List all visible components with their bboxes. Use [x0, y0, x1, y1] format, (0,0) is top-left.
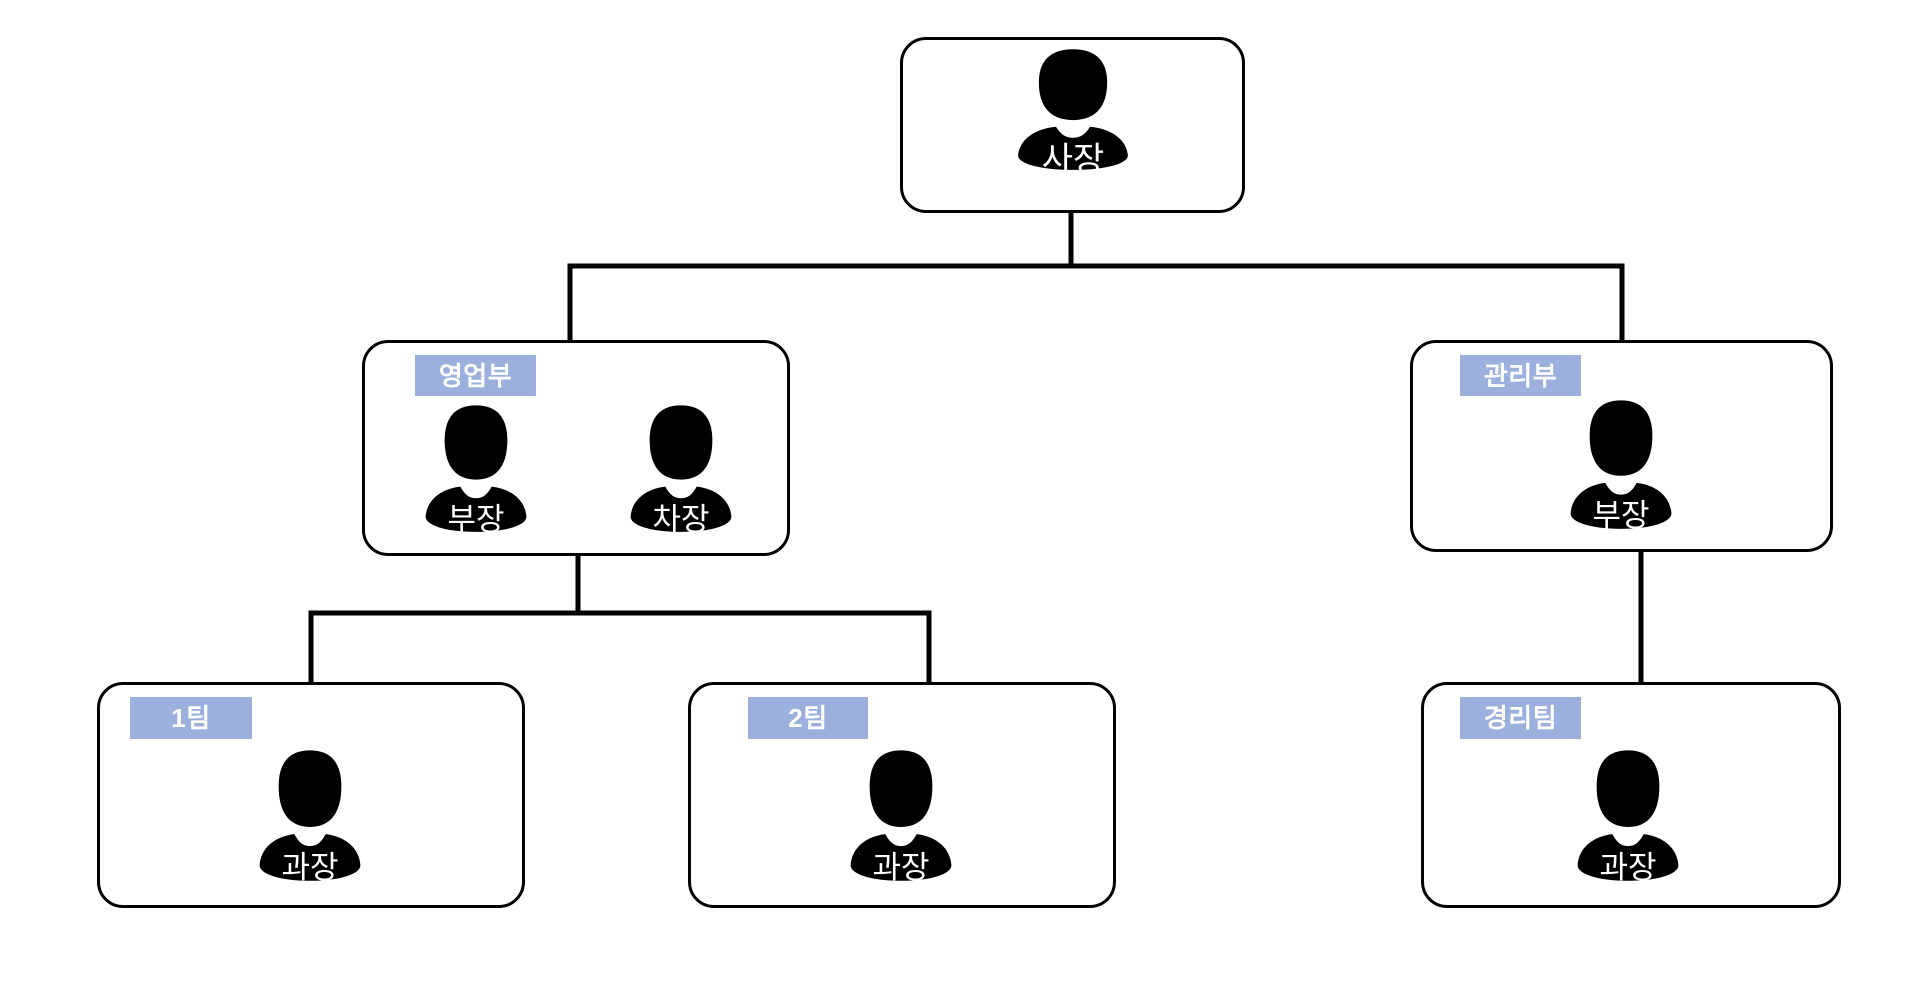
person-icon-sales-dept-0[interactable]: 부장: [420, 403, 532, 535]
person-icon-ceo-0[interactable]: 사장: [1012, 47, 1134, 177]
person-head: [1596, 750, 1660, 827]
person-torso: [1570, 482, 1672, 529]
person-head: [1038, 49, 1108, 121]
person-head: [649, 405, 713, 480]
badge-sales-dept[interactable]: 영업부: [415, 355, 536, 396]
person-torso: [1018, 126, 1128, 170]
person-torso: [259, 834, 361, 881]
badge-team-2[interactable]: 2팀: [748, 697, 868, 739]
person-head: [1589, 400, 1653, 476]
person-icon-admin-dept-0[interactable]: 부장: [1565, 398, 1677, 531]
person-head: [278, 750, 342, 827]
person-icon-accounting-team-0[interactable]: 과장: [1572, 748, 1684, 883]
person-icon-sales-dept-1[interactable]: 차장: [625, 403, 737, 535]
badge-admin-dept[interactable]: 관리부: [1460, 355, 1581, 396]
badge-team-1[interactable]: 1팀: [130, 697, 252, 739]
person-head: [869, 750, 933, 827]
person-icon-team-1-0[interactable]: 과장: [254, 748, 366, 883]
person-torso: [425, 486, 527, 532]
person-torso: [630, 486, 732, 532]
person-head: [444, 405, 508, 480]
person-torso: [850, 834, 952, 881]
person-torso: [1577, 834, 1679, 881]
badge-accounting-team[interactable]: 경리팀: [1460, 697, 1581, 739]
person-icon-team-2-0[interactable]: 과장: [845, 748, 957, 883]
